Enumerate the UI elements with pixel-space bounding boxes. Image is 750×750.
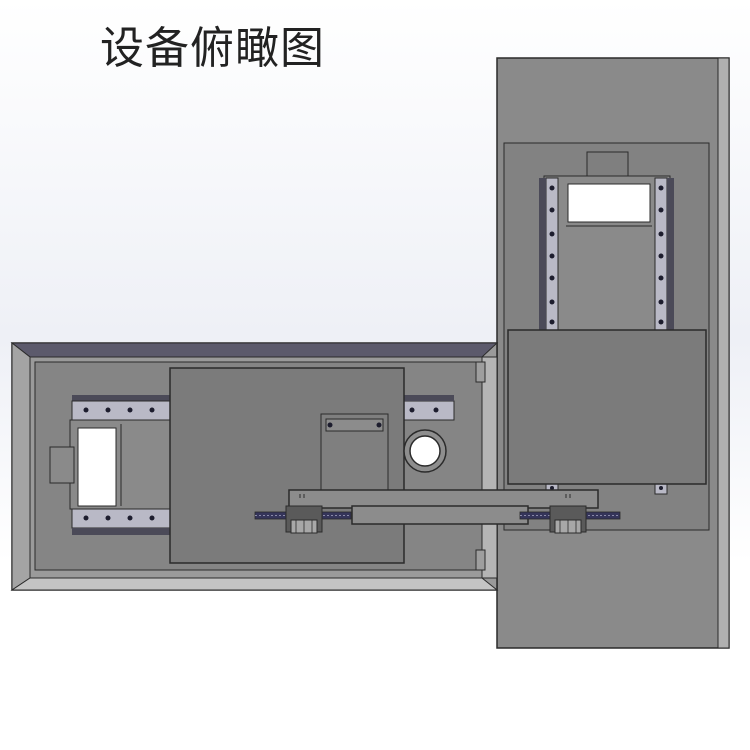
right-rail-right-shadow — [667, 178, 674, 330]
left-frame-left-bevel — [11, 341, 31, 591]
left-rail-top-shadow — [72, 395, 170, 401]
left-rail-bolts — [83, 407, 155, 521]
diagram-title: 设备俯瞰图 — [100, 23, 325, 74]
right-sprocket — [519, 505, 621, 534]
left-frame-top-bevel — [10, 342, 499, 358]
left-frame-notch-bottom — [475, 549, 486, 571]
left-motor-block — [49, 446, 75, 484]
left-rail-bottom-shadow — [72, 528, 170, 535]
left-opening — [77, 427, 117, 507]
left-rail-top-right-shadow — [402, 395, 454, 401]
right-frame-edge — [717, 57, 730, 649]
left-frame-notch-top — [475, 361, 486, 383]
left-frame-bottom-bevel — [10, 577, 499, 591]
arm-lower-bar — [351, 505, 529, 525]
right-rail-bolts — [549, 185, 664, 325]
left-rail-assembly — [49, 395, 455, 535]
linking-arm — [288, 489, 599, 525]
center-motor-cap — [325, 418, 384, 432]
left-frame-right-edge — [481, 356, 498, 579]
right-opening — [567, 183, 651, 223]
right-rail-assembly — [539, 151, 674, 495]
left-sprocket — [254, 505, 352, 534]
right-moving-platform — [507, 329, 707, 485]
right-rail-left-shadow — [539, 178, 546, 330]
center-motor-mount — [320, 413, 389, 497]
cable-port — [403, 429, 447, 473]
